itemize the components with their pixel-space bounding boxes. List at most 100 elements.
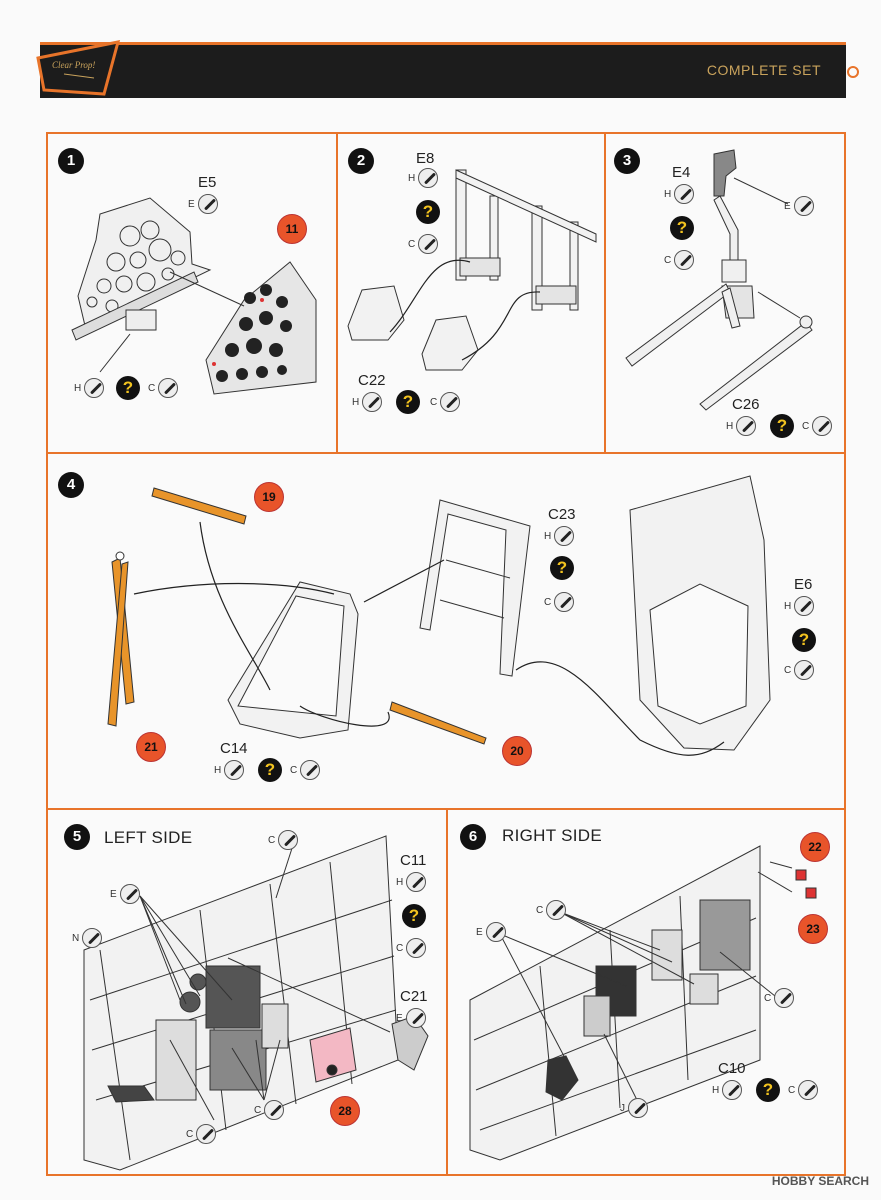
- watermark: HOBBY SEARCH: [771, 1174, 869, 1188]
- paint-swatch-icon: [485, 922, 506, 942]
- paint-left-e: E: [110, 884, 140, 904]
- paint-code: E: [188, 198, 195, 210]
- paint-swatch-icon: [794, 596, 815, 616]
- paint-code: C: [536, 904, 544, 916]
- header-bar: [40, 42, 846, 98]
- paint-code: H: [544, 530, 552, 542]
- paint-left-c-mid: C: [254, 1100, 285, 1120]
- unknown-color-icon: ?: [402, 904, 426, 928]
- paint-code: C: [254, 1104, 262, 1116]
- paint-e6-unknown: ?: [792, 628, 816, 652]
- paint-swatch-icon: [736, 416, 757, 436]
- paint-c26-unknown: ?: [770, 414, 794, 438]
- paint-right-c-side: C: [764, 988, 795, 1008]
- paint-swatch-icon: [82, 928, 103, 948]
- paint-e4-e: E: [784, 196, 814, 216]
- header-dot-icon: [847, 66, 859, 78]
- paint-right-c-top: C: [536, 900, 567, 920]
- paint-code: C: [186, 1128, 194, 1140]
- part-c22-label: C22: [358, 372, 386, 389]
- decal-20: 20: [502, 736, 532, 766]
- unknown-color-icon: ?: [116, 376, 140, 400]
- step-2-badge: 2: [348, 148, 374, 174]
- paint-code: H: [74, 382, 82, 394]
- part-e6-label: E6: [794, 576, 813, 593]
- paint-swatch-icon: [554, 526, 575, 546]
- unknown-color-icon: ?: [416, 200, 440, 224]
- paint-swatch-icon: [158, 378, 179, 398]
- decal-28: 28: [330, 1096, 360, 1126]
- paint-c22-h: H: [352, 392, 383, 412]
- paint-swatch-icon: [84, 378, 105, 398]
- paint-e6-c: C: [784, 660, 815, 680]
- paint-c26-c: C: [802, 416, 833, 436]
- unknown-color-icon: ?: [550, 556, 574, 580]
- step-6-title: RIGHT SIDE: [502, 826, 602, 845]
- step-5-badge: 5: [64, 824, 90, 850]
- unknown-color-icon: ?: [770, 414, 794, 438]
- part-e5-label: E5: [198, 174, 217, 191]
- paint-right-e: E: [476, 922, 506, 942]
- paint-code: H: [726, 420, 734, 432]
- paint-code: C: [430, 396, 438, 408]
- paint-swatch-icon: [774, 988, 795, 1008]
- paint-c11-unknown: ?: [402, 904, 426, 928]
- paint-code: C: [664, 254, 672, 266]
- step-4-badge: 4: [58, 472, 84, 498]
- paint-code: C: [784, 664, 792, 676]
- paint-c10-c: C: [788, 1080, 819, 1100]
- paint-code: C: [268, 834, 276, 846]
- paint-c14-unknown: ?: [258, 758, 282, 782]
- unknown-color-icon: ?: [396, 390, 420, 414]
- paint-e5-unknown: ?: [116, 376, 140, 400]
- header-accent: [40, 42, 846, 45]
- paint-e5-c: C: [148, 378, 179, 398]
- part-c23-label: C23: [548, 506, 576, 523]
- paint-code: C: [408, 238, 416, 250]
- paint-code: H: [664, 188, 672, 200]
- paint-c14-h: H: [214, 760, 245, 780]
- paint-c11-c: C: [396, 938, 427, 958]
- paint-right-j: J: [620, 1098, 648, 1118]
- unknown-color-icon: ?: [670, 216, 694, 240]
- paint-e8-c: C: [408, 234, 439, 254]
- decal-21: 21: [136, 732, 166, 762]
- paint-e5-e: E: [188, 194, 218, 214]
- paint-left-c-top: C: [268, 830, 299, 850]
- paint-e4-c: C: [664, 250, 695, 270]
- paint-swatch-icon: [628, 1098, 648, 1118]
- step-3-badge: 3: [614, 148, 640, 174]
- paint-swatch-icon: [406, 938, 427, 958]
- paint-code: H: [712, 1084, 720, 1096]
- paint-c23-unknown: ?: [550, 556, 574, 580]
- step-5-title: LEFT SIDE: [104, 828, 193, 847]
- paint-e8-unknown: ?: [416, 200, 440, 224]
- paint-c22-c: C: [430, 392, 461, 412]
- brand-name: Clear Prop!: [52, 60, 95, 70]
- paint-e4-h: H: [664, 184, 695, 204]
- part-e4-label: E4: [672, 164, 691, 181]
- paint-code: N: [72, 932, 80, 944]
- paint-left-c-bottom: C: [186, 1124, 217, 1144]
- brand-logo: Clear Prop!: [36, 40, 121, 96]
- paint-c22-unknown: ?: [396, 390, 420, 414]
- paint-c10-unknown: ?: [756, 1078, 780, 1102]
- paint-n: N: [72, 928, 103, 948]
- paint-code: E: [110, 888, 117, 900]
- paint-c10-h: H: [712, 1080, 743, 1100]
- paint-swatch-icon: [798, 1080, 819, 1100]
- paint-swatch-icon: [196, 1124, 217, 1144]
- part-c11-label: C11: [400, 852, 427, 869]
- paint-swatch-icon: [197, 194, 218, 214]
- paint-swatch-icon: [812, 416, 833, 436]
- part-e8-label: E8: [416, 150, 435, 167]
- paint-code: H: [396, 876, 404, 888]
- paint-code: E: [396, 1012, 403, 1024]
- paint-swatch-icon: [546, 900, 567, 920]
- paint-swatch-icon: [406, 872, 427, 892]
- paint-code: C: [764, 992, 772, 1004]
- paint-swatch-icon: [674, 250, 695, 270]
- paint-swatch-icon: [794, 660, 815, 680]
- paint-code: H: [408, 172, 416, 184]
